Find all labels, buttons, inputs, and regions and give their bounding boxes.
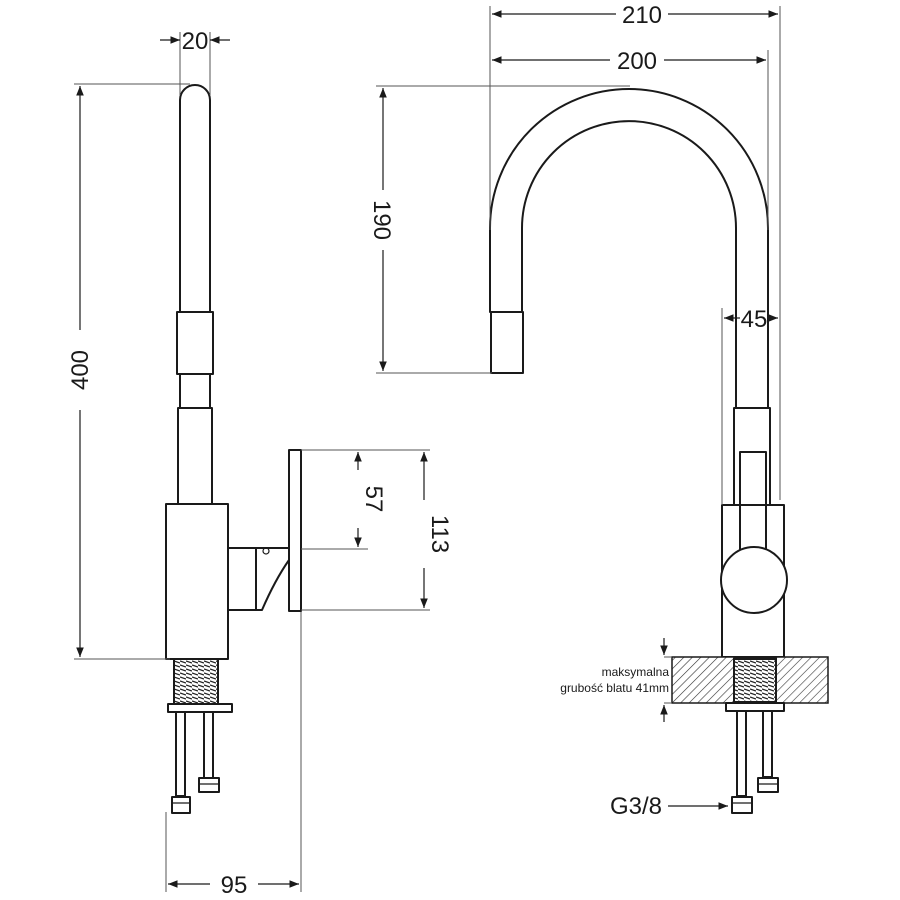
dim-handle-height: 113 xyxy=(301,449,453,611)
dim-base-depth: 95 xyxy=(165,612,302,899)
dim-label-210: 210 xyxy=(622,2,662,29)
side-pipe-lower xyxy=(179,373,211,409)
side-pipe-collar xyxy=(176,311,214,375)
countertop-left xyxy=(671,656,735,704)
dim-label-45: 45 xyxy=(741,306,768,333)
dim-label-57: 57 xyxy=(360,486,387,513)
connector-label: G3/8 xyxy=(610,793,662,820)
front-view: 210 200 190 45 xyxy=(368,2,829,820)
dim-label-200: 200 xyxy=(617,48,657,75)
side-handle-pin xyxy=(262,547,270,555)
dim-top-width-inner: 200 xyxy=(492,48,769,230)
side-view: 20 400 57 113 xyxy=(67,28,453,899)
side-supply-hoses xyxy=(171,711,220,814)
countertop-right xyxy=(775,656,829,704)
front-supply-hoses xyxy=(731,710,779,814)
front-handle-knob xyxy=(720,546,788,614)
front-threaded-shank xyxy=(733,658,777,703)
side-pipe-upper xyxy=(179,84,211,313)
dim-label-190: 190 xyxy=(368,200,395,240)
counter-note-line2: grubość blatu 41mm xyxy=(560,681,669,695)
side-handle-arm xyxy=(255,547,290,611)
dim-spout-offset: 45 xyxy=(721,306,778,505)
side-mounting-plate xyxy=(167,703,233,713)
connector-callout: G3/8 xyxy=(610,793,728,820)
dim-label-20: 20 xyxy=(182,28,209,55)
front-spout-inner xyxy=(521,120,737,409)
side-lever-block xyxy=(227,547,257,611)
front-handle-stem xyxy=(739,451,767,553)
dim-label-95: 95 xyxy=(221,872,248,899)
dim-top-width-outer: 210 xyxy=(489,2,781,500)
front-spout-outer xyxy=(489,88,769,409)
side-pipe-neck xyxy=(177,407,213,505)
dim-side-pipe-width: 20 xyxy=(160,28,230,95)
dim-label-400: 400 xyxy=(67,350,94,390)
front-mounting-plate xyxy=(725,702,785,712)
counter-note-line1: maksymalna xyxy=(602,665,670,679)
side-body xyxy=(165,503,229,660)
dim-counter-thickness: maksymalna grubość blatu 41mm xyxy=(560,638,672,722)
front-nozzle xyxy=(490,311,524,374)
front-neck xyxy=(733,407,771,506)
dim-label-113: 113 xyxy=(426,515,453,553)
dim-spout-height: 190 xyxy=(368,85,630,374)
dim-total-height: 400 xyxy=(67,83,190,660)
side-handle-plate xyxy=(288,449,302,612)
side-threaded-shank xyxy=(173,658,219,705)
dim-lever-height: 57 xyxy=(301,449,387,550)
